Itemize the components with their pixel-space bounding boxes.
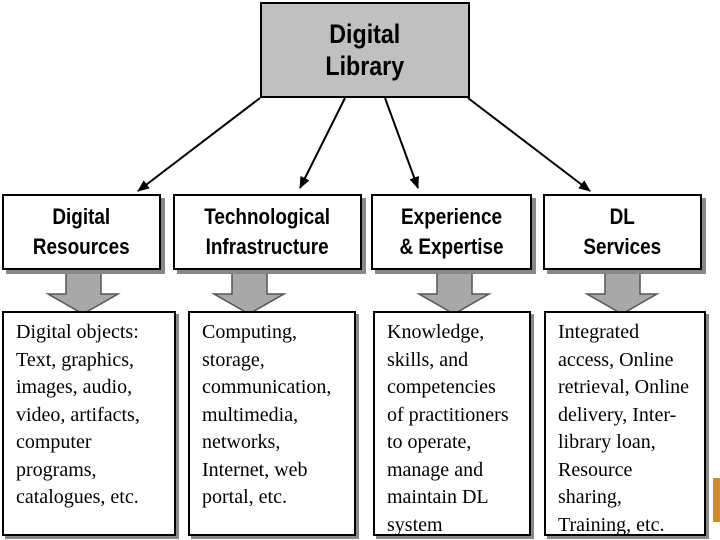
arrow-to-dl-services [467,97,591,192]
arrow-to-experience-expertise [384,97,419,189]
slide-edge-mark [713,478,720,522]
root-title: Digital Library [325,19,405,81]
details-text: Digital objects: Text, graphics, images,… [16,321,140,508]
block-arrow-experience [416,269,492,315]
heading-text: Technological Infrastructure [204,204,331,259]
block-arrow-resources [45,269,121,315]
details-text: Computing, storage, communication, multi… [202,321,332,508]
heading-text: Digital Resources [33,204,130,259]
heading-dl-services: DL Services [543,194,702,270]
details-dl-services: Integrated access, Online retrieval, Onl… [544,311,706,536]
details-text: Knowledge, skills, and competencies of p… [387,321,509,536]
arrow-to-technological-infrastructure [299,97,346,189]
arrow-to-digital-resources [137,97,261,192]
details-technological-infrastructure: Computing, storage, communication, multi… [188,311,356,536]
heading-text: DL Services [583,204,662,259]
details-experience-expertise: Knowledge, skills, and competencies of p… [373,311,531,536]
block-arrow-infrastructure [211,269,287,315]
details-text: Integrated access, Online retrieval, Onl… [558,321,690,536]
root-node-digital-library: Digital Library [260,2,470,98]
heading-text: Experience & Expertise [399,204,504,259]
heading-digital-resources: Digital Resources [2,194,161,270]
heading-technological-infrastructure: Technological Infrastructure [173,194,362,270]
heading-experience-expertise: Experience & Expertise [371,194,532,270]
block-arrow-services [584,269,660,315]
details-digital-resources: Digital objects: Text, graphics, images,… [2,311,176,536]
